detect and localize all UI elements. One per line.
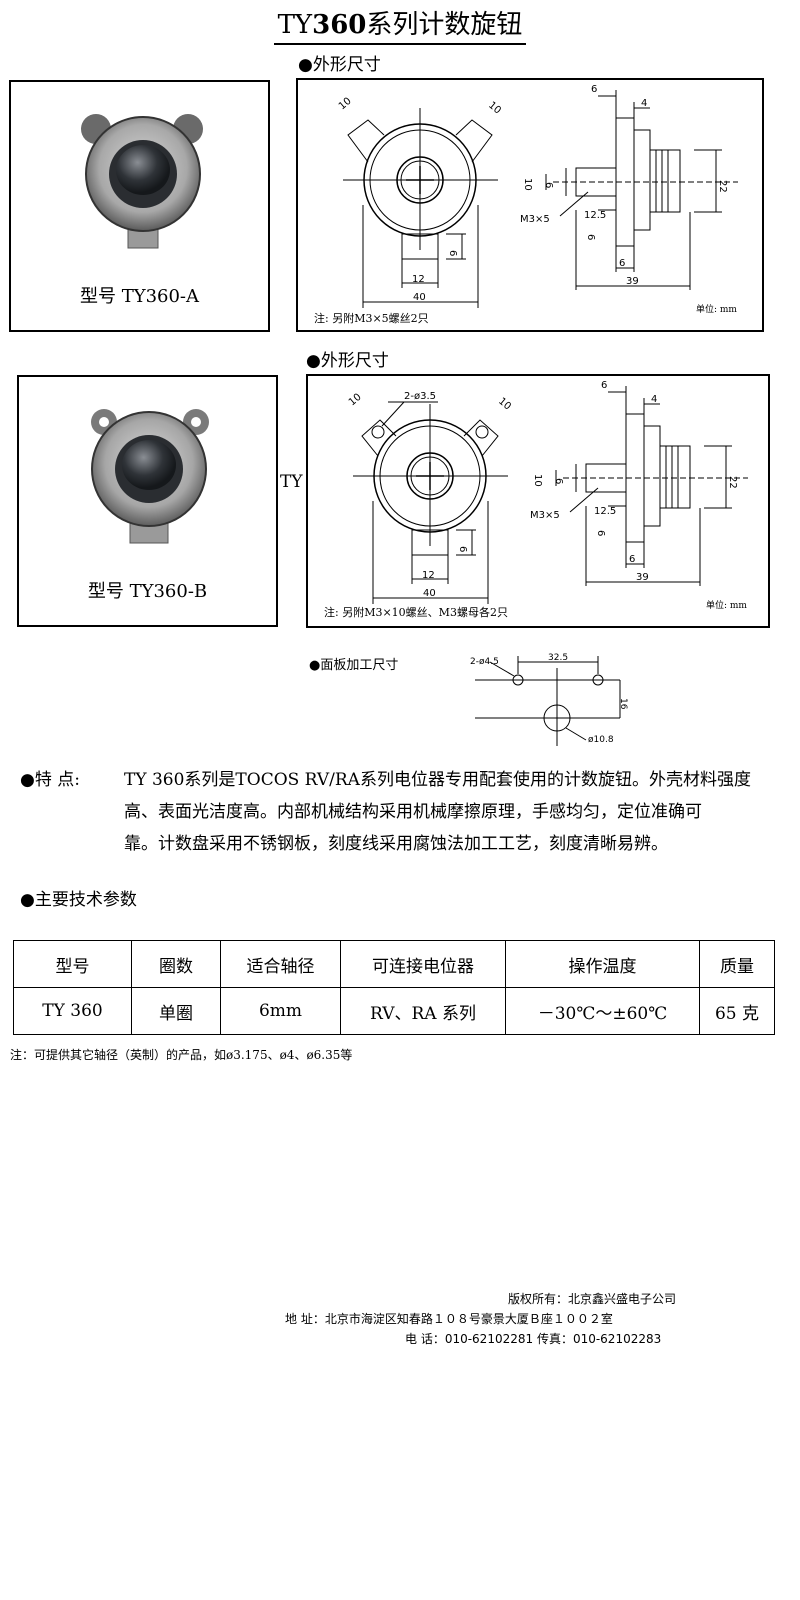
dim-label: 10	[522, 178, 533, 191]
footer-copyright: 版权所有：北京鑫兴盛电子公司	[508, 1292, 677, 1306]
product-a-photo-box: 型号 TY360-A	[9, 80, 270, 332]
page-title: TY360系列计数旋钮	[0, 4, 800, 45]
product-b-note: 注: 另附M3×10螺丝、M3螺母各2只	[324, 606, 508, 619]
product-a-model-label: 型号 TY360-A	[79, 286, 200, 307]
features-line: 高、表面光洁度高。内部机械结构采用机械摩擦原理，手感均匀，定位准确可	[124, 802, 702, 822]
table-cell: 单圈	[131, 987, 221, 1035]
table-header-cell: 质量	[699, 940, 775, 988]
dim-label: 40	[423, 588, 436, 599]
table-cell: －30℃～±60℃	[505, 987, 700, 1035]
table-note: 注：可提供其它轴径（英制）的产品，如ø3.175、ø4、ø6.35等	[10, 1048, 353, 1062]
dim-label: 6	[629, 554, 635, 565]
dim-label: 10	[486, 100, 503, 117]
dim-label: 6	[543, 182, 554, 188]
panel-cutout-drawing: 2-ø4.5 32.5 16 ø10.8	[470, 653, 628, 746]
product-b-photo-box: 型号 TY360-B	[17, 375, 278, 627]
table-header-cell: 适合轴径	[220, 940, 341, 988]
section-heading-outline-b: ●外形尺寸	[306, 351, 389, 371]
table-header-cell: 可连接电位器	[340, 940, 506, 988]
dim-label: M3×5	[530, 510, 560, 521]
dim-label: 6	[457, 546, 468, 552]
product-b-model-label: 型号 TY360-B	[87, 581, 208, 602]
dim-label: 2-ø4.5	[470, 657, 499, 667]
product-b-drawing-box: 10 2-ø3.5 10 12 6 40 6 4 10 6 22 M3×5 12…	[306, 374, 770, 628]
table-cell: TY 360	[13, 987, 132, 1035]
product-a-drawing-box: 10 10 12 6 40 6 4 10 6 22 M3×5 12.5 6 6 …	[296, 78, 764, 332]
table-header-row: 型号 圈数 适合轴径 可连接电位器 操作温度 质量	[13, 940, 775, 988]
table-cell: 6mm	[220, 987, 341, 1035]
dim-label: 12	[412, 274, 425, 285]
spec-table: 型号 圈数 适合轴径 可连接电位器 操作温度 质量 TY 360 单圈 6mm …	[13, 940, 775, 1035]
section-heading-outline-a: ●外形尺寸	[298, 55, 381, 75]
dim-label: 6	[595, 530, 606, 536]
features-text: TY 360系列是TOCOS RV/RA系列电位器专用配套使用的计数旋钮。外壳材…	[124, 764, 784, 860]
dim-label: 22	[727, 476, 738, 489]
features-label: ●特 点:	[20, 770, 80, 790]
dim-label: 6	[447, 250, 458, 256]
table-cell: 65 克	[699, 987, 775, 1035]
dim-label: 16	[618, 698, 628, 710]
dim-label: 2-ø3.5	[404, 391, 436, 402]
outline-drawing-b: 10 2-ø3.5 10 12 6 40 6 4 10 6 22 M3×5 12…	[347, 380, 748, 604]
outline-drawing-a: 10 10 12 6 40 6 4 10 6 22 M3×5 12.5 6 6 …	[337, 84, 738, 308]
dim-label: 6	[553, 478, 564, 484]
knob-a-image	[81, 114, 203, 249]
dim-label: 39	[636, 572, 649, 583]
dim-label: 32.5	[548, 653, 568, 663]
table-cell: RV、RA 系列	[340, 987, 506, 1035]
dim-label: 6	[619, 258, 625, 269]
dim-label: 6	[585, 234, 596, 240]
table-row: TY 360 单圈 6mm RV、RA 系列 －30℃～±60℃ 65 克	[13, 987, 775, 1035]
dim-label: 6	[601, 380, 607, 391]
table-header-cell: 圈数	[131, 940, 221, 988]
footer-phone: 电 话：010-62102281 传真：010-62102283	[405, 1332, 662, 1346]
section-heading-specs: ●主要技术参数	[20, 890, 137, 910]
dim-label: 6	[591, 84, 597, 95]
product-a-note: 注: 另附M3×5螺丝2只	[314, 312, 429, 325]
dim-label: 10	[347, 392, 364, 409]
dim-label: 40	[413, 292, 426, 303]
dim-label: 10	[496, 396, 513, 413]
table-header-cell: 操作温度	[505, 940, 700, 988]
product-b-unit: 单位: mm	[706, 601, 747, 611]
table-header-cell: 型号	[13, 940, 132, 988]
footer-address: 地 址：北京市海淀区知春路１０８号豪景大厦Ｂ座１００２室	[285, 1312, 613, 1326]
dim-label: 4	[641, 98, 647, 109]
features-line: TY 360系列是TOCOS RV/RA系列电位器专用配套使用的计数旋钮。外壳材…	[124, 770, 751, 790]
dim-label: M3×5	[520, 214, 550, 225]
dim-label: 39	[626, 276, 639, 287]
knob-b-image	[91, 409, 209, 544]
dim-label: ø10.8	[588, 735, 614, 745]
dim-label: 10	[532, 474, 543, 487]
dim-label: 22	[717, 180, 728, 193]
dim-label: 12	[422, 570, 435, 581]
stray-label: TY	[280, 472, 303, 492]
dim-label: 12.5	[584, 210, 606, 221]
dim-label: 10	[337, 96, 354, 113]
dim-label: 4	[651, 394, 657, 405]
dim-label: 12.5	[594, 506, 616, 517]
product-a-unit: 单位: mm	[696, 305, 737, 315]
section-heading-panel: ●面板加工尺寸	[309, 658, 399, 673]
features-line: 靠。计数盘采用不锈钢板，刻度线采用腐蚀法加工工艺，刻度清晰易辨。	[124, 834, 668, 854]
